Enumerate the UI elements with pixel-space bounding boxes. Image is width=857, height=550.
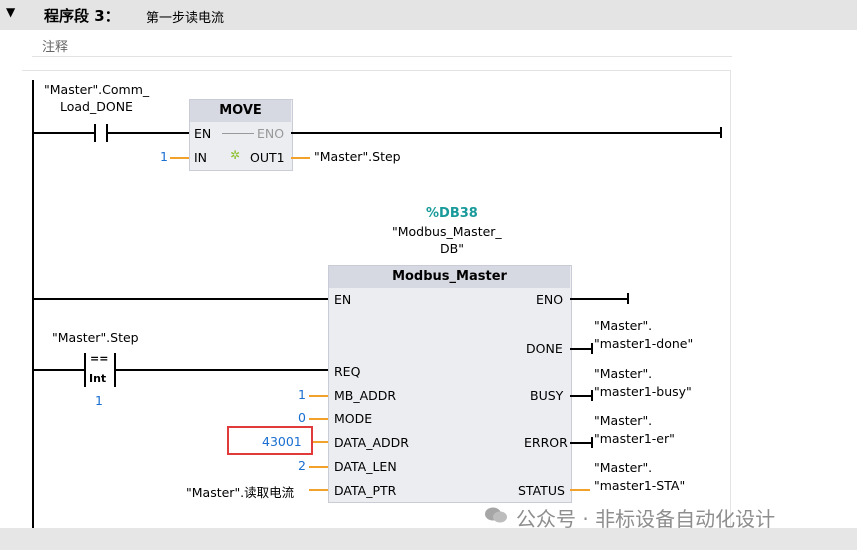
- rung-wire: [34, 132, 94, 134]
- pin-busy: BUSY: [530, 388, 564, 403]
- rung-wire: [570, 298, 628, 300]
- move-en-pin: EN: [194, 126, 212, 141]
- mode-value[interactable]: 0: [298, 410, 306, 425]
- busy-wire-end: [591, 390, 593, 401]
- comment-box[interactable]: [32, 32, 732, 57]
- move-block-title: MOVE: [190, 100, 291, 122]
- move-in-wire: [170, 157, 189, 159]
- sparkle-icon: ✲: [230, 148, 241, 162]
- pin-mb-addr: MB_ADDR: [334, 388, 397, 403]
- done-wire-end: [591, 343, 593, 354]
- pin-status: STATUS: [518, 483, 565, 498]
- contact-right-bar[interactable]: [106, 124, 108, 142]
- error-operand-1[interactable]: "Master".: [594, 413, 653, 428]
- compare-left-bar[interactable]: [84, 353, 86, 387]
- move-out-wire: [291, 157, 310, 159]
- compare-right-bar[interactable]: [114, 353, 116, 387]
- rung-wire: [116, 369, 328, 371]
- compare-operator: ==: [90, 352, 109, 365]
- pin-data-len: DATA_LEN: [334, 459, 397, 474]
- pin-mode: MODE: [334, 411, 373, 426]
- rung-wire: [34, 369, 84, 371]
- done-operand-1[interactable]: "Master".: [594, 318, 653, 333]
- mb-addr-value[interactable]: 1: [298, 387, 306, 402]
- data-len-wire: [309, 466, 328, 468]
- move-in-value[interactable]: 1: [160, 149, 168, 164]
- busy-wire: [570, 395, 592, 397]
- pin-data-addr: DATA_ADDR: [334, 435, 409, 450]
- modbus-master-title: Modbus_Master: [329, 266, 570, 288]
- data-addr-wire: [313, 441, 328, 443]
- move-en-eno-line: [222, 133, 254, 134]
- done-wire: [570, 348, 592, 350]
- modbus-master-block[interactable]: [328, 265, 572, 503]
- network-comment[interactable]: 注释: [42, 40, 69, 55]
- compare-type: Int: [89, 372, 107, 385]
- rung-wire: [108, 132, 190, 134]
- rung-wire: [291, 132, 721, 134]
- bottom-bar: [0, 528, 857, 550]
- pin-error: ERROR: [524, 435, 568, 450]
- status-operand-1[interactable]: "Master".: [594, 460, 653, 475]
- data-ptr-wire: [309, 489, 328, 491]
- network-header: [0, 0, 857, 30]
- pin-done: DONE: [526, 341, 563, 356]
- pin-data-ptr: DATA_PTR: [334, 483, 397, 498]
- compare-value[interactable]: 1: [95, 393, 103, 408]
- status-operand-2[interactable]: "master1-STA": [594, 478, 686, 493]
- contact-operand-2[interactable]: Load_DONE: [60, 99, 133, 114]
- pin-en: EN: [334, 292, 352, 307]
- data-addr-highlight: [227, 426, 313, 455]
- data-addr-value[interactable]: 43001: [262, 434, 302, 449]
- contact-left-bar[interactable]: [94, 124, 96, 142]
- collapse-triangle-icon[interactable]: ▼: [6, 5, 16, 19]
- pin-req: REQ: [334, 364, 361, 379]
- ladder-area-border: [22, 70, 731, 531]
- error-operand-2[interactable]: "master1-er": [594, 431, 675, 446]
- move-eno-pin: ENO: [257, 126, 285, 141]
- data-ptr-value[interactable]: "Master".读取电流: [186, 485, 295, 500]
- mode-wire: [309, 418, 328, 420]
- mb-addr-wire: [309, 395, 328, 397]
- power-rail: [32, 80, 34, 530]
- pin-eno: ENO: [536, 292, 564, 307]
- busy-operand-1[interactable]: "Master".: [594, 366, 653, 381]
- move-out-pin: OUT1: [250, 150, 285, 165]
- move-out-value[interactable]: "Master".Step: [314, 149, 401, 164]
- done-operand-2[interactable]: "master1-done": [594, 336, 694, 351]
- error-wire-end: [591, 437, 593, 448]
- network-label: 程序段 3：: [44, 7, 120, 25]
- rung-wire: [34, 298, 328, 300]
- contact-operand-1[interactable]: "Master".Comm_: [44, 82, 150, 97]
- error-wire: [570, 442, 592, 444]
- db-name-1[interactable]: "Modbus_Master_: [392, 224, 502, 239]
- compare-operand[interactable]: "Master".Step: [52, 330, 139, 345]
- rung-end: [720, 127, 722, 138]
- busy-operand-2[interactable]: "master1-busy": [594, 384, 692, 399]
- db-name-2[interactable]: DB": [440, 241, 464, 256]
- move-in-pin: IN: [194, 150, 208, 165]
- status-wire: [570, 489, 590, 491]
- rung-end: [627, 293, 629, 304]
- wechat-icon: [485, 507, 507, 523]
- data-len-value[interactable]: 2: [298, 458, 306, 473]
- db-number[interactable]: %DB38: [426, 206, 478, 221]
- watermark-text: 公众号 · 非标设备自动化设计: [516, 507, 776, 531]
- network-title[interactable]: 第一步读电流: [146, 11, 225, 26]
